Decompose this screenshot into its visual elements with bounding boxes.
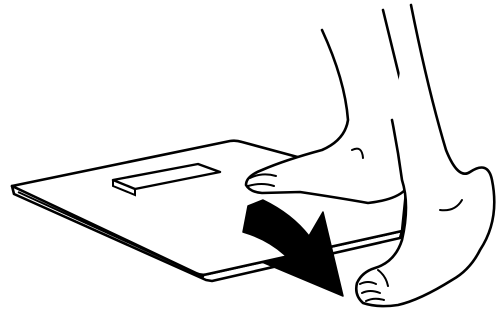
foot-stepping-icon bbox=[246, 10, 410, 203]
